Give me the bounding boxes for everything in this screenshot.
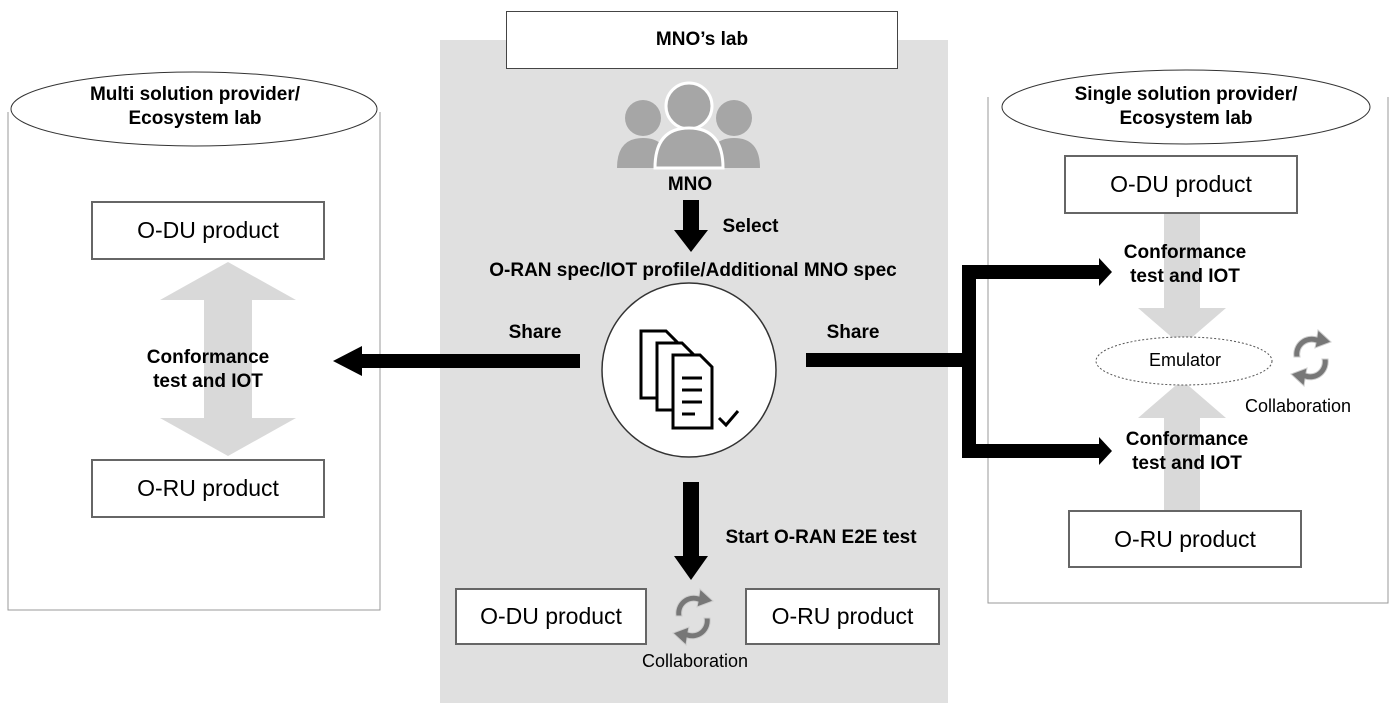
select-arrow: [674, 200, 708, 252]
collaboration-icon-right: [1290, 328, 1332, 388]
right-up-arrow: [1138, 380, 1226, 512]
single-odu-label: O-DU product: [1110, 171, 1252, 197]
single-lab-title-line2: Ecosystem lab: [1119, 108, 1253, 129]
collaboration-icon: [672, 587, 714, 647]
single-oru-label: O-RU product: [1114, 525, 1256, 552]
multi-odu-label: O-DU product: [137, 217, 279, 243]
single-test-top-line1: Conformance: [1123, 242, 1247, 263]
share-right-label: Share: [826, 322, 880, 343]
multi-lab-title-line1: Multi solution provider/: [89, 84, 301, 105]
share-right-arrows: [806, 258, 1112, 465]
documents-icon: [639, 329, 740, 430]
multi-lab-container: [7, 71, 381, 611]
share-left-label: Share: [508, 322, 562, 343]
single-odu-product: O-DU product: [1064, 155, 1298, 214]
multi-test-line1: Conformance: [146, 347, 270, 368]
mno-collaboration-label: Collaboration: [641, 651, 749, 671]
left-bidirectional-arrow: [160, 262, 296, 456]
share-left-arrow: [333, 346, 580, 376]
mno-oru-label: O-RU product: [771, 603, 914, 629]
mno-actor-label: MNO: [667, 174, 713, 195]
multi-oru-label: O-RU product: [137, 475, 279, 501]
mno-odu-product: O-DU product: [455, 588, 647, 645]
single-lab-title-line1: Single solution provider/: [1074, 84, 1298, 105]
multi-test-line2: test and IOT: [153, 371, 263, 392]
single-collaboration-label: Collaboration: [1244, 396, 1352, 416]
mno-lab-title-box: MNO’s lab: [506, 11, 898, 69]
emulator-ellipse: [1095, 336, 1273, 386]
single-oru-product: O-RU product: [1068, 510, 1302, 568]
emulator-label: Emulator: [1148, 350, 1222, 370]
mno-lab-title: MNO’s lab: [655, 29, 749, 50]
single-test-bottom-line2: test and IOT: [1132, 453, 1242, 474]
people-icon: [617, 81, 760, 170]
multi-lab-title-line2: Ecosystem lab: [128, 108, 262, 129]
multi-odu-product: O-DU product: [91, 201, 325, 260]
right-down-arrow: [1138, 212, 1226, 346]
select-label: Select: [722, 216, 779, 237]
mno-odu-label: O-DU product: [480, 603, 622, 629]
spec-label: O-RAN spec/IOT profile/Additional MNO sp…: [489, 260, 897, 281]
multi-oru-product: O-RU product: [91, 459, 325, 518]
single-test-top-line2: test and IOT: [1130, 266, 1240, 287]
single-test-bottom-line1: Conformance: [1125, 429, 1249, 450]
start-test-label: Start O-RAN E2E test: [725, 527, 917, 548]
mno-oru-product: O-RU product: [745, 588, 940, 645]
start-test-arrow: [674, 482, 708, 580]
